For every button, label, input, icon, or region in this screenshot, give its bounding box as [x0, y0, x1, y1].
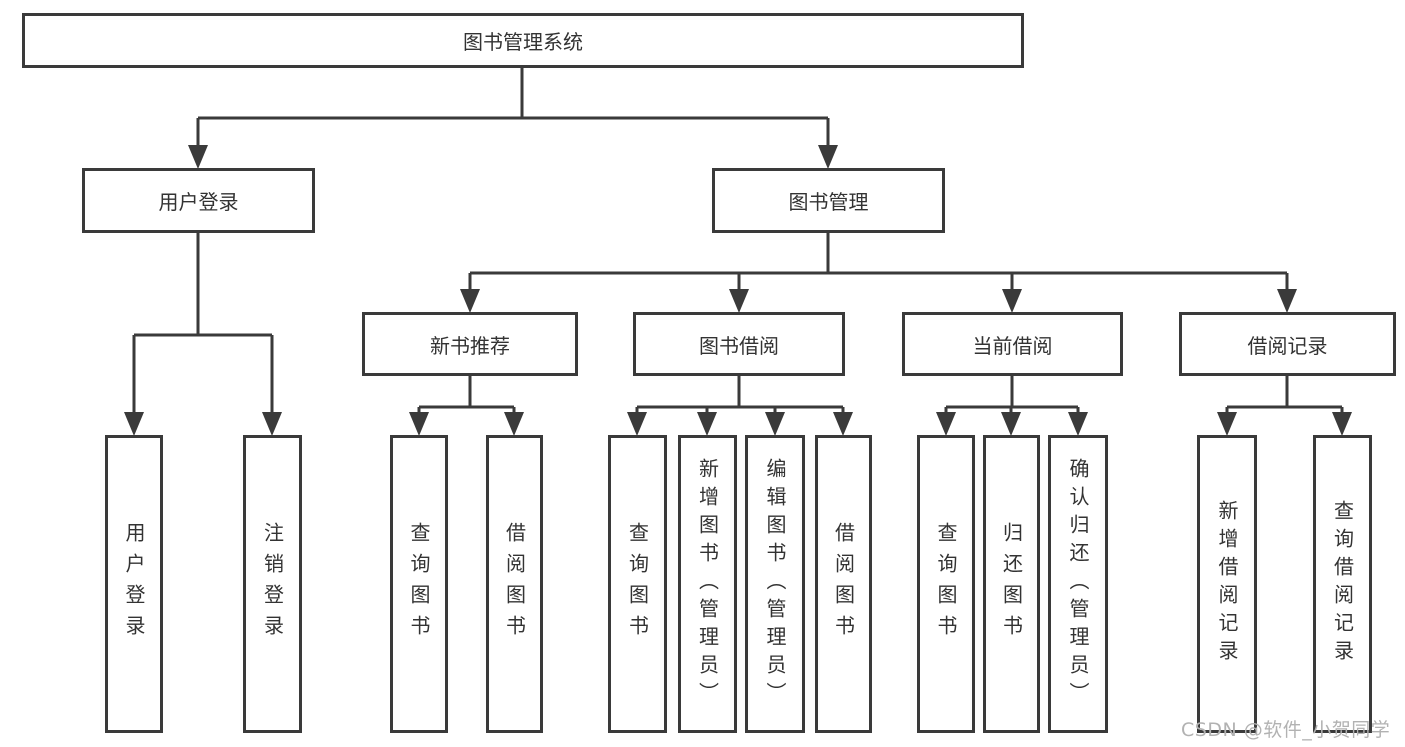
leaf-add-borrow-record: 新增借阅记录 [1197, 435, 1257, 733]
leaf-confirm-return-admin: 确认归还（管理员） [1048, 435, 1108, 733]
leaf-borrow-books-1-label: 借阅图书 [502, 522, 527, 646]
leaf-borrow-books-1: 借阅图书 [486, 435, 543, 733]
node-borrow-records-label: 借阅记录 [1247, 333, 1328, 358]
node-root-label: 图书管理系统 [463, 30, 583, 54]
leaf-borrow-books-2-label: 借阅图书 [831, 522, 856, 646]
leaf-edit-book-admin: 编辑图书（管理员） [745, 435, 805, 733]
leaf-query-books-3-label: 查询图书 [934, 522, 958, 646]
leaf-add-borrow-record-label: 新增借阅记录 [1215, 500, 1239, 668]
node-user-login: 用户登录 [82, 168, 315, 233]
leaf-query-books-1-label: 查询图书 [407, 522, 431, 646]
node-user-login-label: 用户登录 [158, 190, 239, 214]
leaf-user-login-label: 用户登录 [122, 522, 146, 646]
node-root: 图书管理系统 [22, 13, 1024, 68]
node-current-borrowing: 当前借阅 [902, 312, 1123, 376]
leaf-user-login: 用户登录 [105, 435, 163, 733]
node-borrow-records: 借阅记录 [1179, 312, 1396, 376]
node-book-management-label: 图书管理 [788, 190, 869, 214]
node-book-borrowing: 图书借阅 [633, 312, 845, 376]
leaf-add-book-admin: 新增图书（管理员） [678, 435, 737, 733]
leaf-return-books: 归还图书 [983, 435, 1040, 733]
leaf-borrow-books-2: 借阅图书 [815, 435, 872, 733]
node-current-borrowing-label: 当前借阅 [972, 333, 1053, 358]
node-new-book-recommend-label: 新书推荐 [430, 333, 510, 358]
leaf-query-books-3: 查询图书 [917, 435, 975, 733]
node-book-management: 图书管理 [712, 168, 945, 233]
leaf-query-books-2: 查询图书 [608, 435, 667, 733]
leaf-query-books-2-label: 查询图书 [625, 522, 650, 646]
leaf-query-books-1: 查询图书 [390, 435, 448, 733]
node-book-borrowing-label: 图书借阅 [699, 333, 779, 358]
leaf-add-book-admin-label: 新增图书（管理员） [695, 458, 720, 710]
leaf-confirm-return-admin-label: 确认归还（管理员） [1066, 458, 1090, 710]
leaf-edit-book-admin-label: 编辑图书（管理员） [763, 458, 787, 710]
leaf-logout: 注销登录 [243, 435, 302, 733]
leaf-logout-label: 注销登录 [260, 522, 285, 646]
leaf-query-borrow-record: 查询借阅记录 [1313, 435, 1372, 733]
leaf-query-borrow-record-label: 查询借阅记录 [1330, 500, 1355, 668]
node-new-book-recommend: 新书推荐 [362, 312, 578, 376]
watermark: CSDN @软件_小贺同学 [1181, 719, 1391, 741]
leaf-return-books-label: 归还图书 [999, 522, 1024, 646]
